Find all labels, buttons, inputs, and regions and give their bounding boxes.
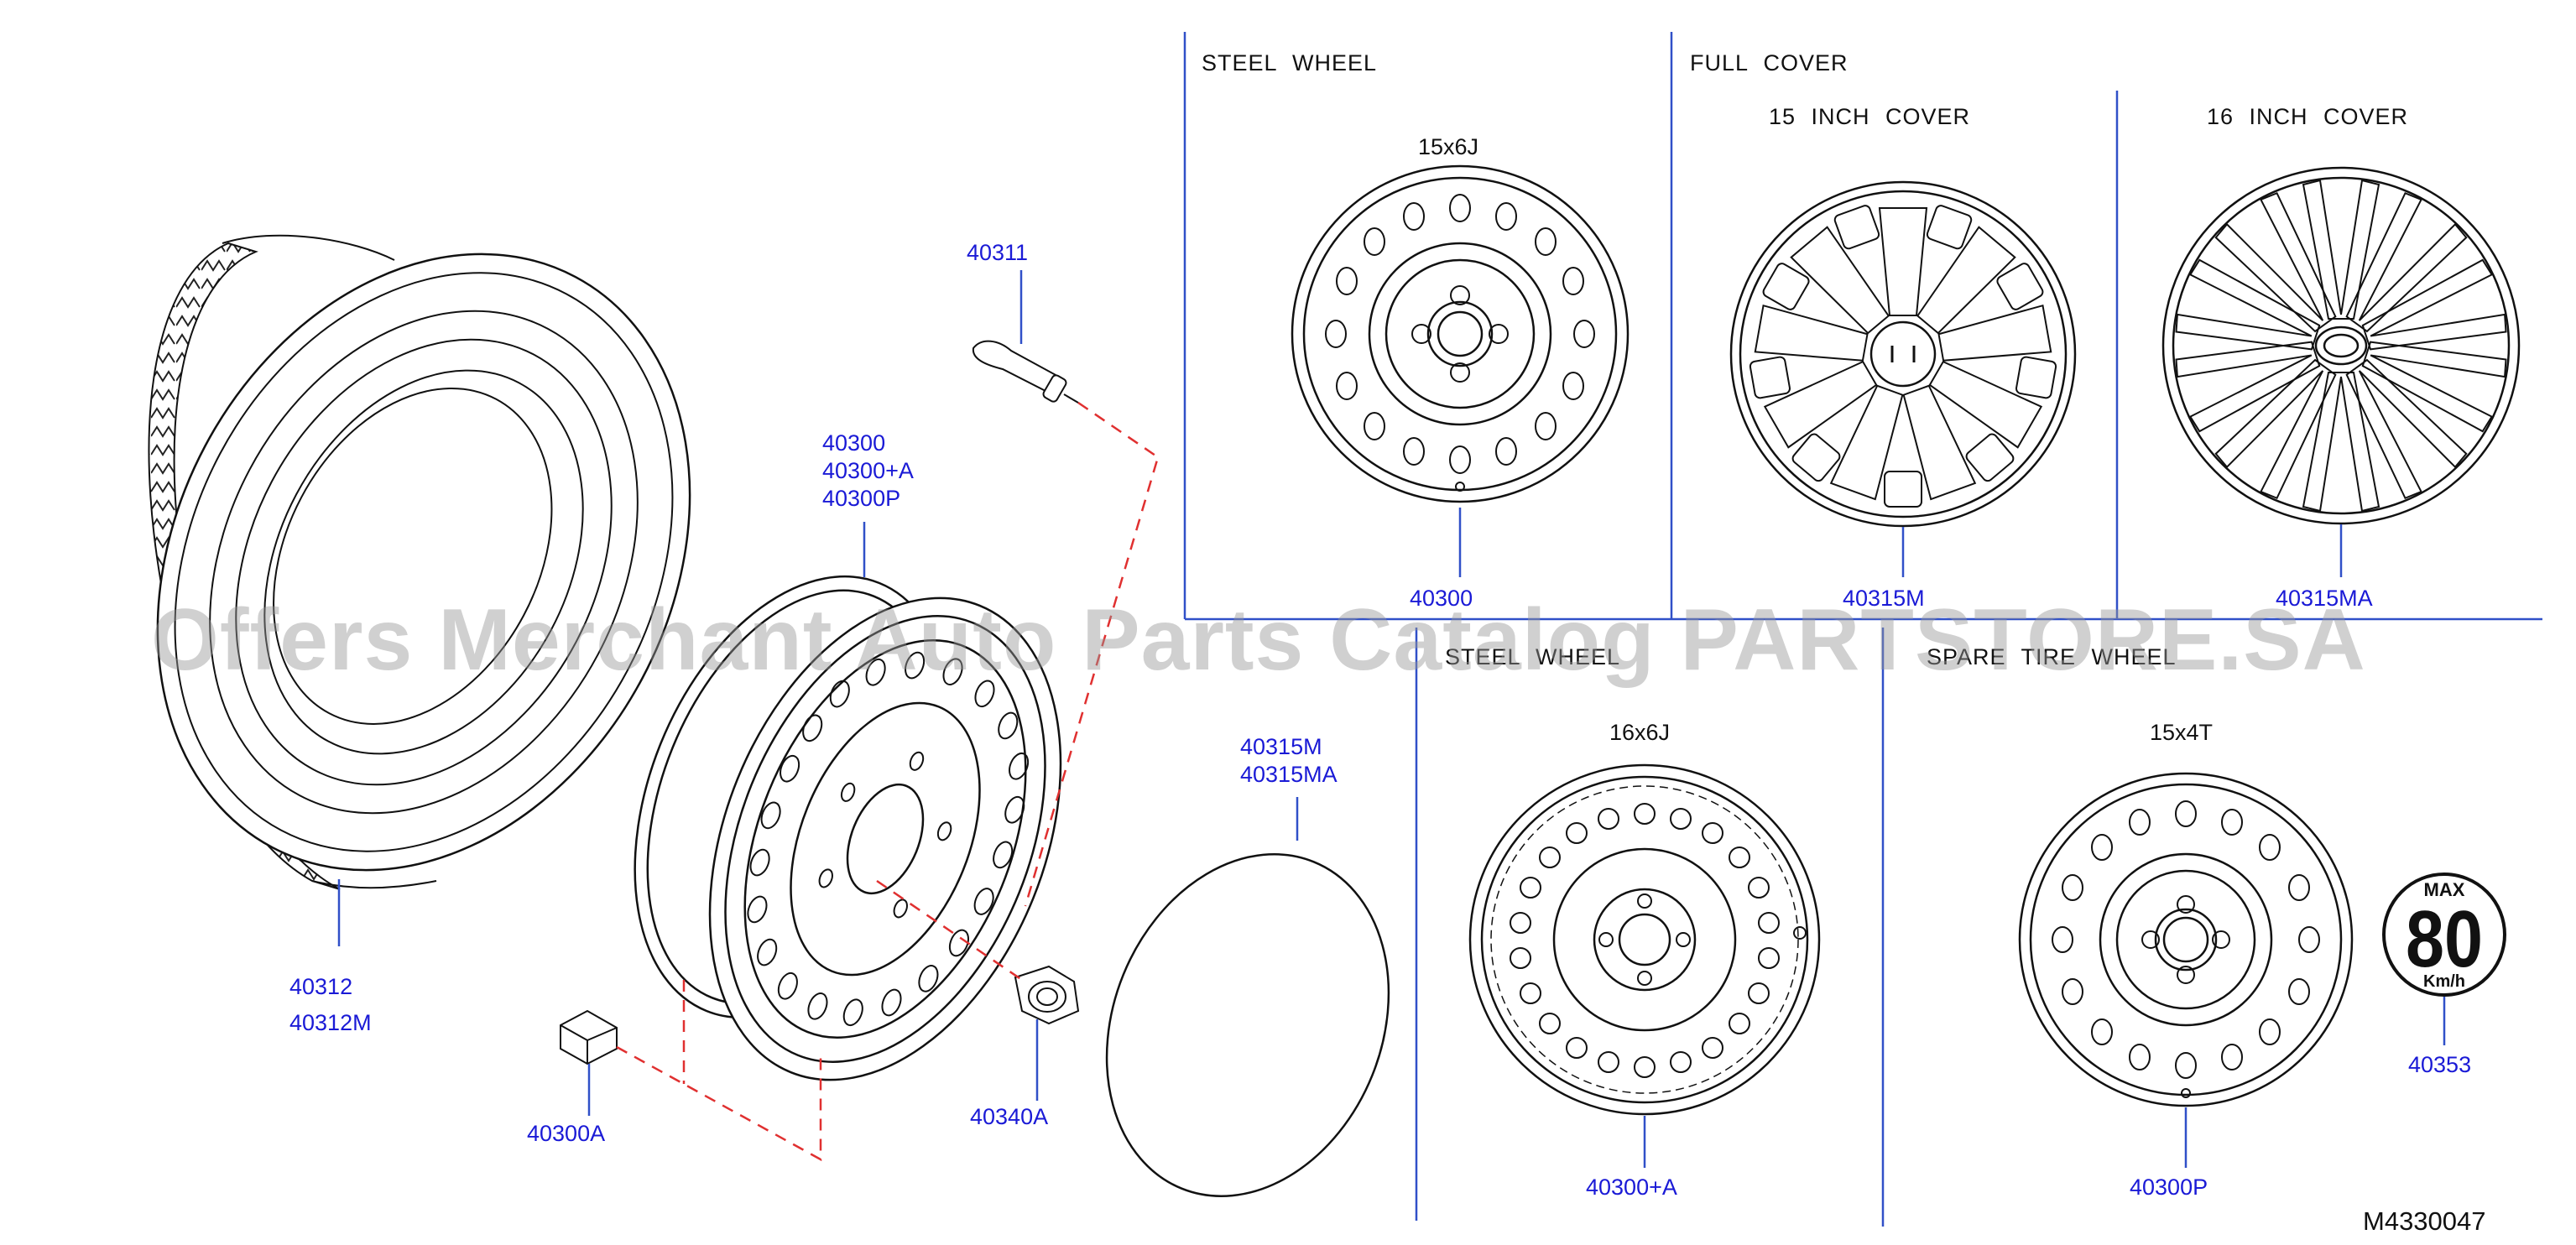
callout-40315m[interactable]: 40315M <box>1843 586 1925 611</box>
callout-40300a[interactable]: 40300A <box>527 1121 606 1146</box>
center-cap-disc <box>1105 853 1390 1197</box>
section-title-spare-tire-wheel: SPARE TIRE WHEEL <box>1927 644 2177 669</box>
callout-40353[interactable]: 40353 <box>2408 1052 2472 1077</box>
size-16x6j: 16x6J <box>1609 720 1671 745</box>
callout-40300[interactable]: 40300 <box>822 430 886 456</box>
section-title-16-inch-cover: 16 INCH COVER <box>2207 104 2409 129</box>
speed-label-value: 80 <box>2406 894 2483 984</box>
section-title-steel-wheel-top: STEEL WHEEL <box>1202 50 1378 76</box>
callout-40311[interactable]: 40311 <box>967 240 1029 265</box>
callout-40315m-left[interactable]: 40315M <box>1240 734 1322 759</box>
tire-drawing <box>148 234 691 890</box>
section-frames <box>1183 32 2542 1227</box>
watermark: Offers Merchant Auto Parts Catalog PARTS… <box>151 591 2366 689</box>
callout-40312m[interactable]: 40312M <box>289 1010 372 1035</box>
callout-40300p-spare[interactable]: 40300P <box>2130 1175 2208 1200</box>
callout-40315-group[interactable]: 40315M 40315MA <box>1240 733 1338 789</box>
speed-label-unit: Km/h <box>2423 972 2465 991</box>
callout-40315ma-left[interactable]: 40315MA <box>1240 762 1338 787</box>
section-title-full-cover: FULL COVER <box>1690 50 1849 76</box>
spare-wheel-drawing <box>2018 772 2354 1107</box>
callout-40300p[interactable]: 40300P <box>822 486 901 511</box>
callout-40300-plus-a-steel[interactable]: 40300+A <box>1586 1175 1677 1200</box>
callout-40300-group[interactable]: 40300 40300+A 40300P <box>822 430 914 513</box>
cover-15-drawing <box>1729 180 2077 528</box>
assembly-dashed-lines <box>616 401 1160 1162</box>
exploded-steel-wheel <box>634 575 1062 1081</box>
wheel-nut-drawing <box>1014 965 1080 1025</box>
balance-weight-drawing <box>560 1009 618 1065</box>
valve-stem-drawing <box>972 340 1079 404</box>
callout-40340a[interactable]: 40340A <box>970 1104 1049 1129</box>
cover-16-drawing <box>2161 166 2521 525</box>
speed-label-top: MAX <box>2424 879 2465 900</box>
callout-40300-steel[interactable]: 40300 <box>1410 586 1473 611</box>
callout-40315ma[interactable]: 40315MA <box>2276 586 2373 611</box>
section-title-15-inch-cover: 15 INCH COVER <box>1769 104 1971 129</box>
callout-40312[interactable]: 40312 <box>289 974 353 999</box>
speed-limit-label: MAX 80 Km/h <box>2382 873 2506 997</box>
leader-lines-left <box>337 270 1299 1116</box>
callout-40312-group[interactable]: 40312 40312M <box>289 973 372 1037</box>
steel-wheel-15-drawing <box>1291 164 1630 503</box>
callout-40300-plus-a[interactable]: 40300+A <box>822 458 914 483</box>
steel-wheel-16-drawing <box>1468 763 1821 1116</box>
diagram-code: M4330047 <box>2363 1206 2486 1236</box>
section-title-steel-wheel-bottom: STEEL WHEEL <box>1445 644 1621 669</box>
size-15x6j: 15x6J <box>1418 134 1479 159</box>
size-15x4t: 15x4T <box>2150 720 2214 745</box>
